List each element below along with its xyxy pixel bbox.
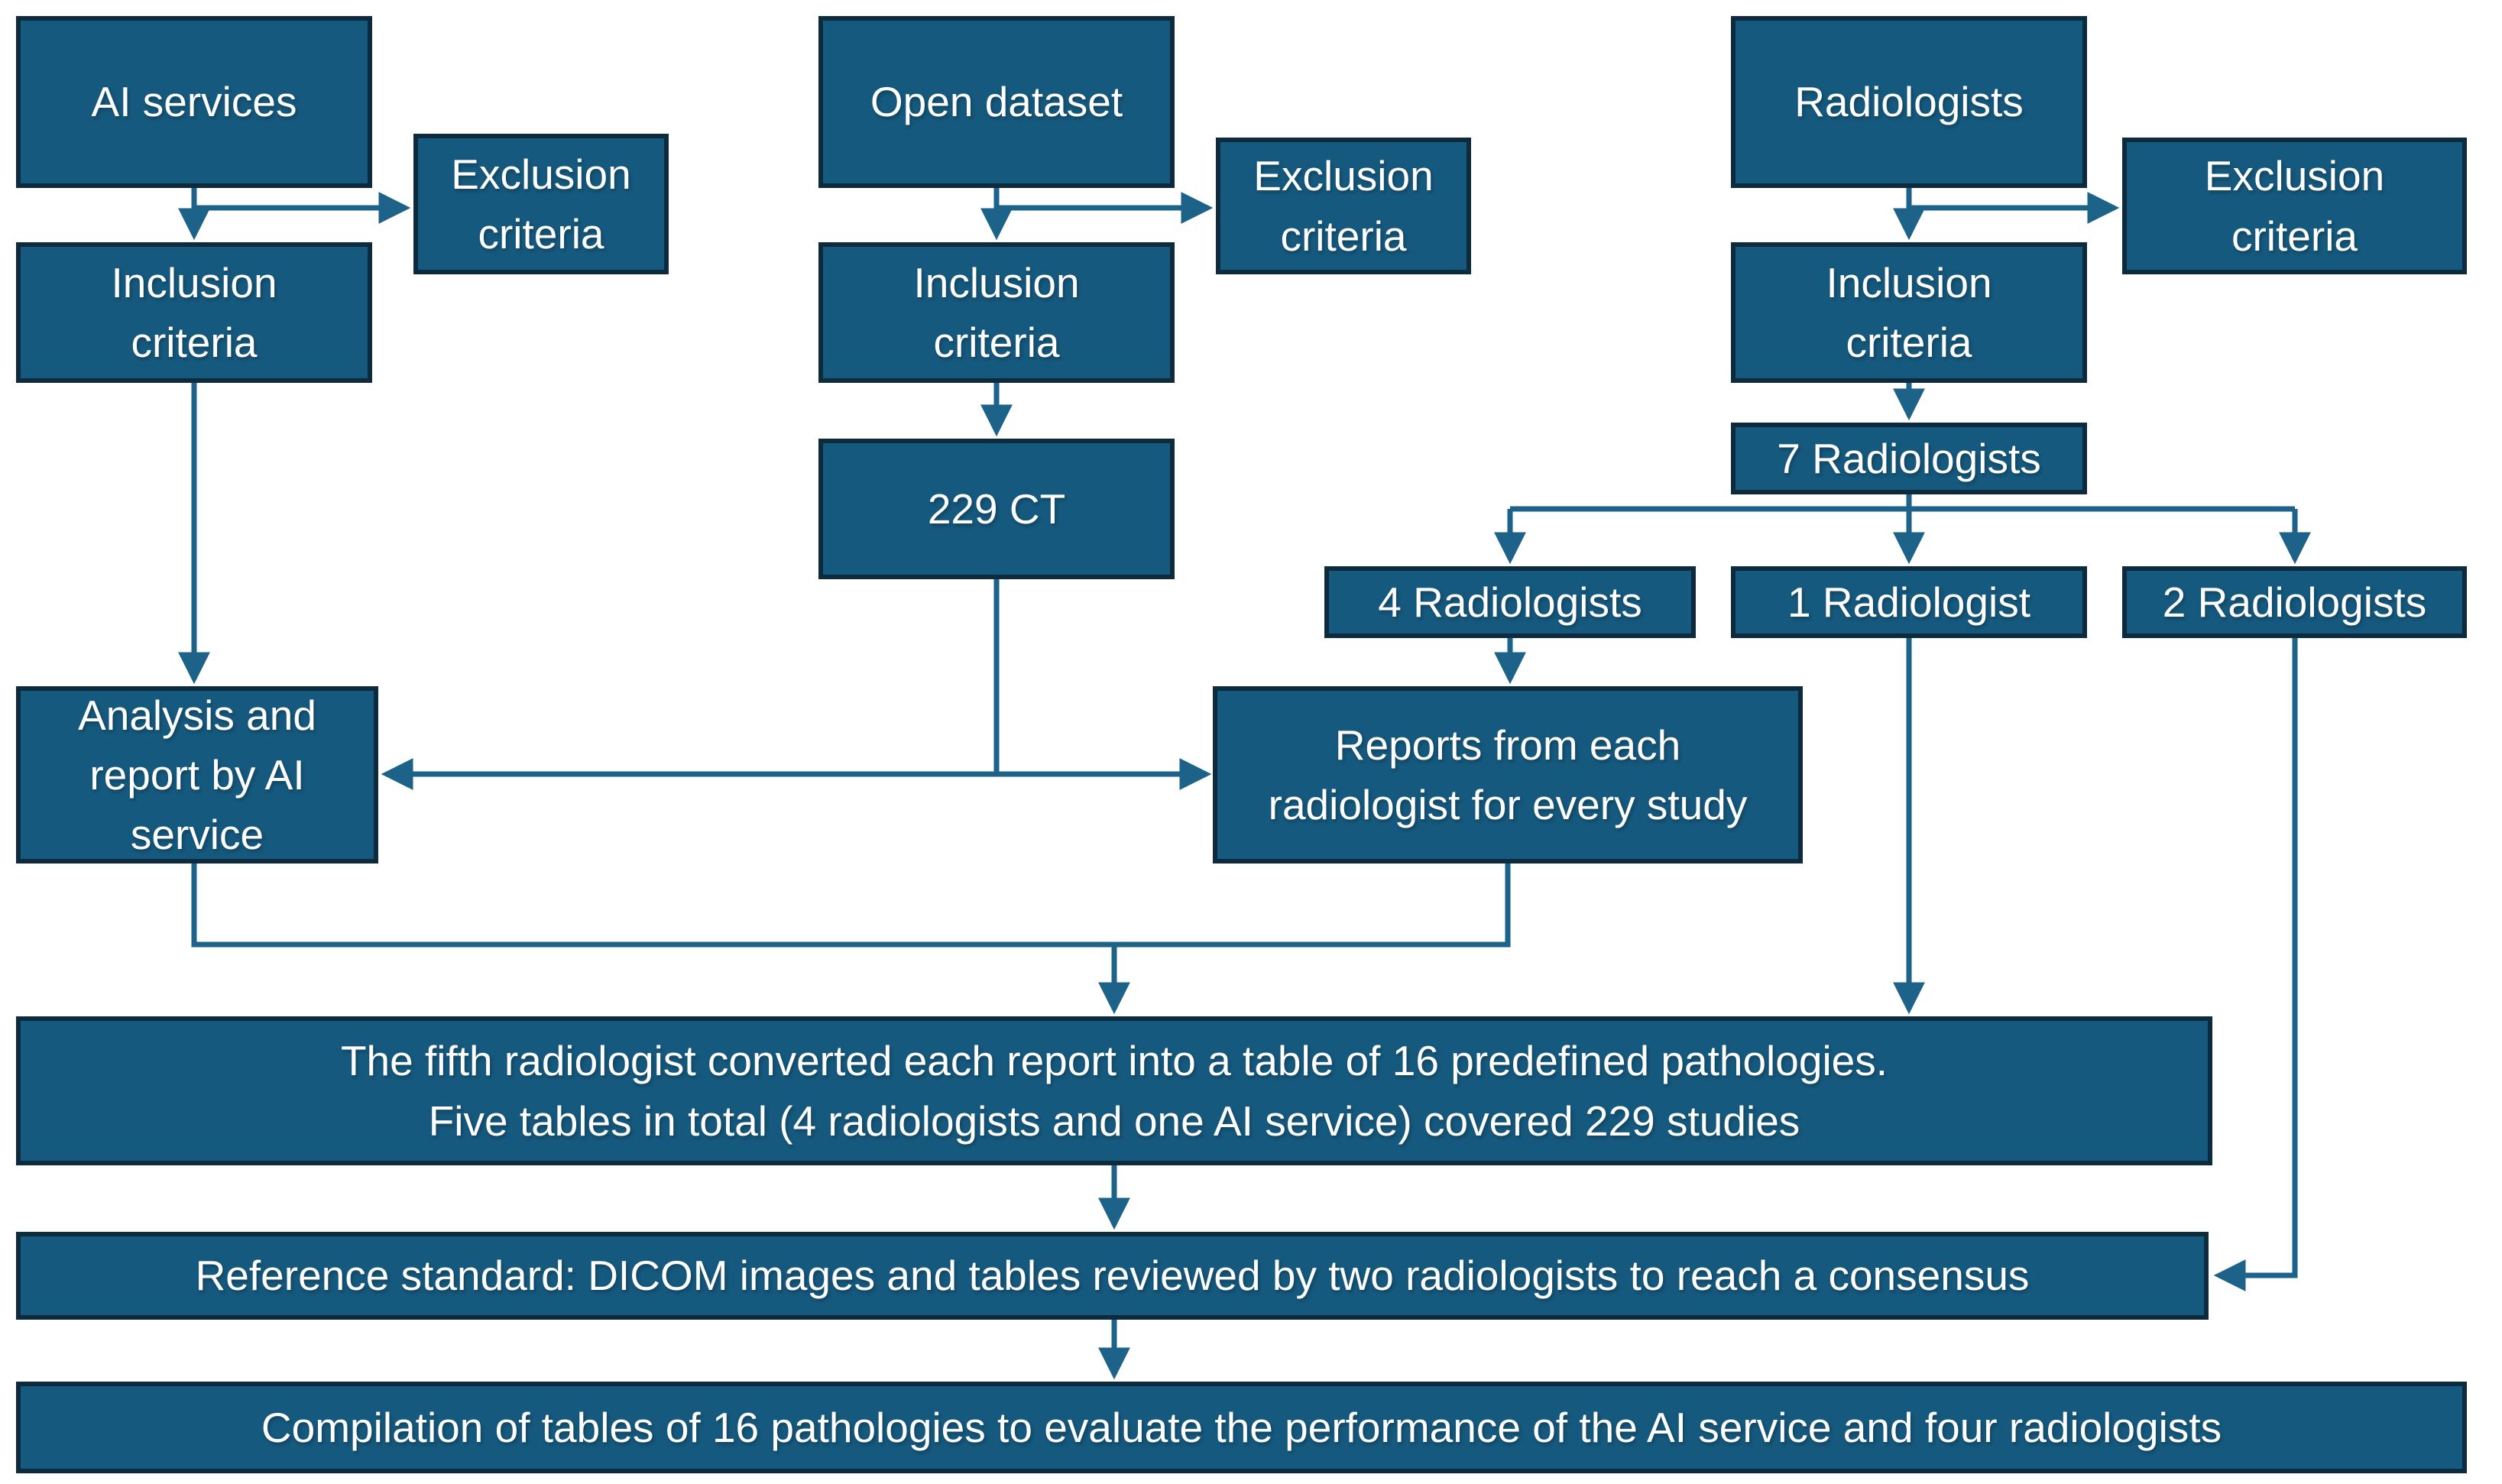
node-inclusion-criteria-dataset-label: Inclusion criteria <box>913 258 1080 366</box>
node-exclusion-criteria-dataset: Exclusion criteria <box>1216 138 1471 274</box>
node-seven-radiologists-label: 7 Radiologists <box>1777 434 2041 482</box>
node-reference-standard: Reference standard: DICOM images and tab… <box>16 1232 2209 1320</box>
node-fifth-radiologist-tables-label: The fifth radiologist converted each rep… <box>340 1037 1888 1145</box>
node-inclusion-criteria-dataset: Inclusion criteria <box>818 242 1175 383</box>
node-four-radiologists-label: 4 Radiologists <box>1378 578 1642 626</box>
node-ai-services-label: AI services <box>91 78 297 126</box>
node-seven-radiologists: 7 Radiologists <box>1731 423 2087 494</box>
node-exclusion-criteria-radiologists: Exclusion criteria <box>2122 138 2467 274</box>
node-open-dataset-label: Open dataset <box>870 78 1123 126</box>
node-fifth-radiologist-tables: The fifth radiologist converted each rep… <box>16 1016 2212 1165</box>
node-compilation-of-tables-label: Compilation of tables of 16 pathologies … <box>261 1403 2222 1451</box>
node-inclusion-criteria-ai-label: Inclusion criteria <box>111 258 277 366</box>
node-analysis-report-ai-service: Analysis and report by AI service <box>16 686 378 864</box>
node-ai-services: AI services <box>16 16 372 188</box>
node-two-radiologists: 2 Radiologists <box>2122 566 2467 638</box>
node-229-ct-label: 229 CT <box>927 484 1066 533</box>
node-four-radiologists: 4 Radiologists <box>1324 566 1696 638</box>
node-open-dataset: Open dataset <box>818 16 1175 188</box>
node-radiologists-label: Radiologists <box>1794 78 2024 126</box>
node-compilation-of-tables: Compilation of tables of 16 pathologies … <box>16 1382 2467 1473</box>
node-radiologists: Radiologists <box>1731 16 2087 188</box>
node-inclusion-criteria-radiologists-label: Inclusion criteria <box>1826 258 1992 366</box>
node-inclusion-criteria-ai: Inclusion criteria <box>16 242 372 383</box>
node-exclusion-criteria-ai: Exclusion criteria <box>413 134 669 274</box>
node-reports-from-each-radiologist: Reports from each radiologist for every … <box>1213 686 1803 864</box>
node-two-radiologists-label: 2 Radiologists <box>2162 578 2427 626</box>
node-exclusion-criteria-dataset-label: Exclusion criteria <box>1253 152 1434 260</box>
node-analysis-report-ai-service-label: Analysis and report by AI service <box>78 691 316 859</box>
node-reference-standard-label: Reference standard: DICOM images and tab… <box>195 1252 2030 1300</box>
node-one-radiologist-label: 1 Radiologist <box>1787 578 2030 626</box>
node-exclusion-criteria-ai-label: Exclusion criteria <box>451 150 631 258</box>
node-229-ct: 229 CT <box>818 439 1175 579</box>
node-exclusion-criteria-radiologists-label: Exclusion criteria <box>2204 152 2385 260</box>
node-one-radiologist: 1 Radiologist <box>1731 566 2087 638</box>
arrow-two-radiologists-to-reference-box <box>2213 638 2298 1291</box>
node-inclusion-criteria-radiologists: Inclusion criteria <box>1731 242 2087 383</box>
line-analysis-reports-merge <box>191 864 1511 948</box>
node-reports-from-each-radiologist-label: Reports from each radiologist for every … <box>1268 721 1748 828</box>
